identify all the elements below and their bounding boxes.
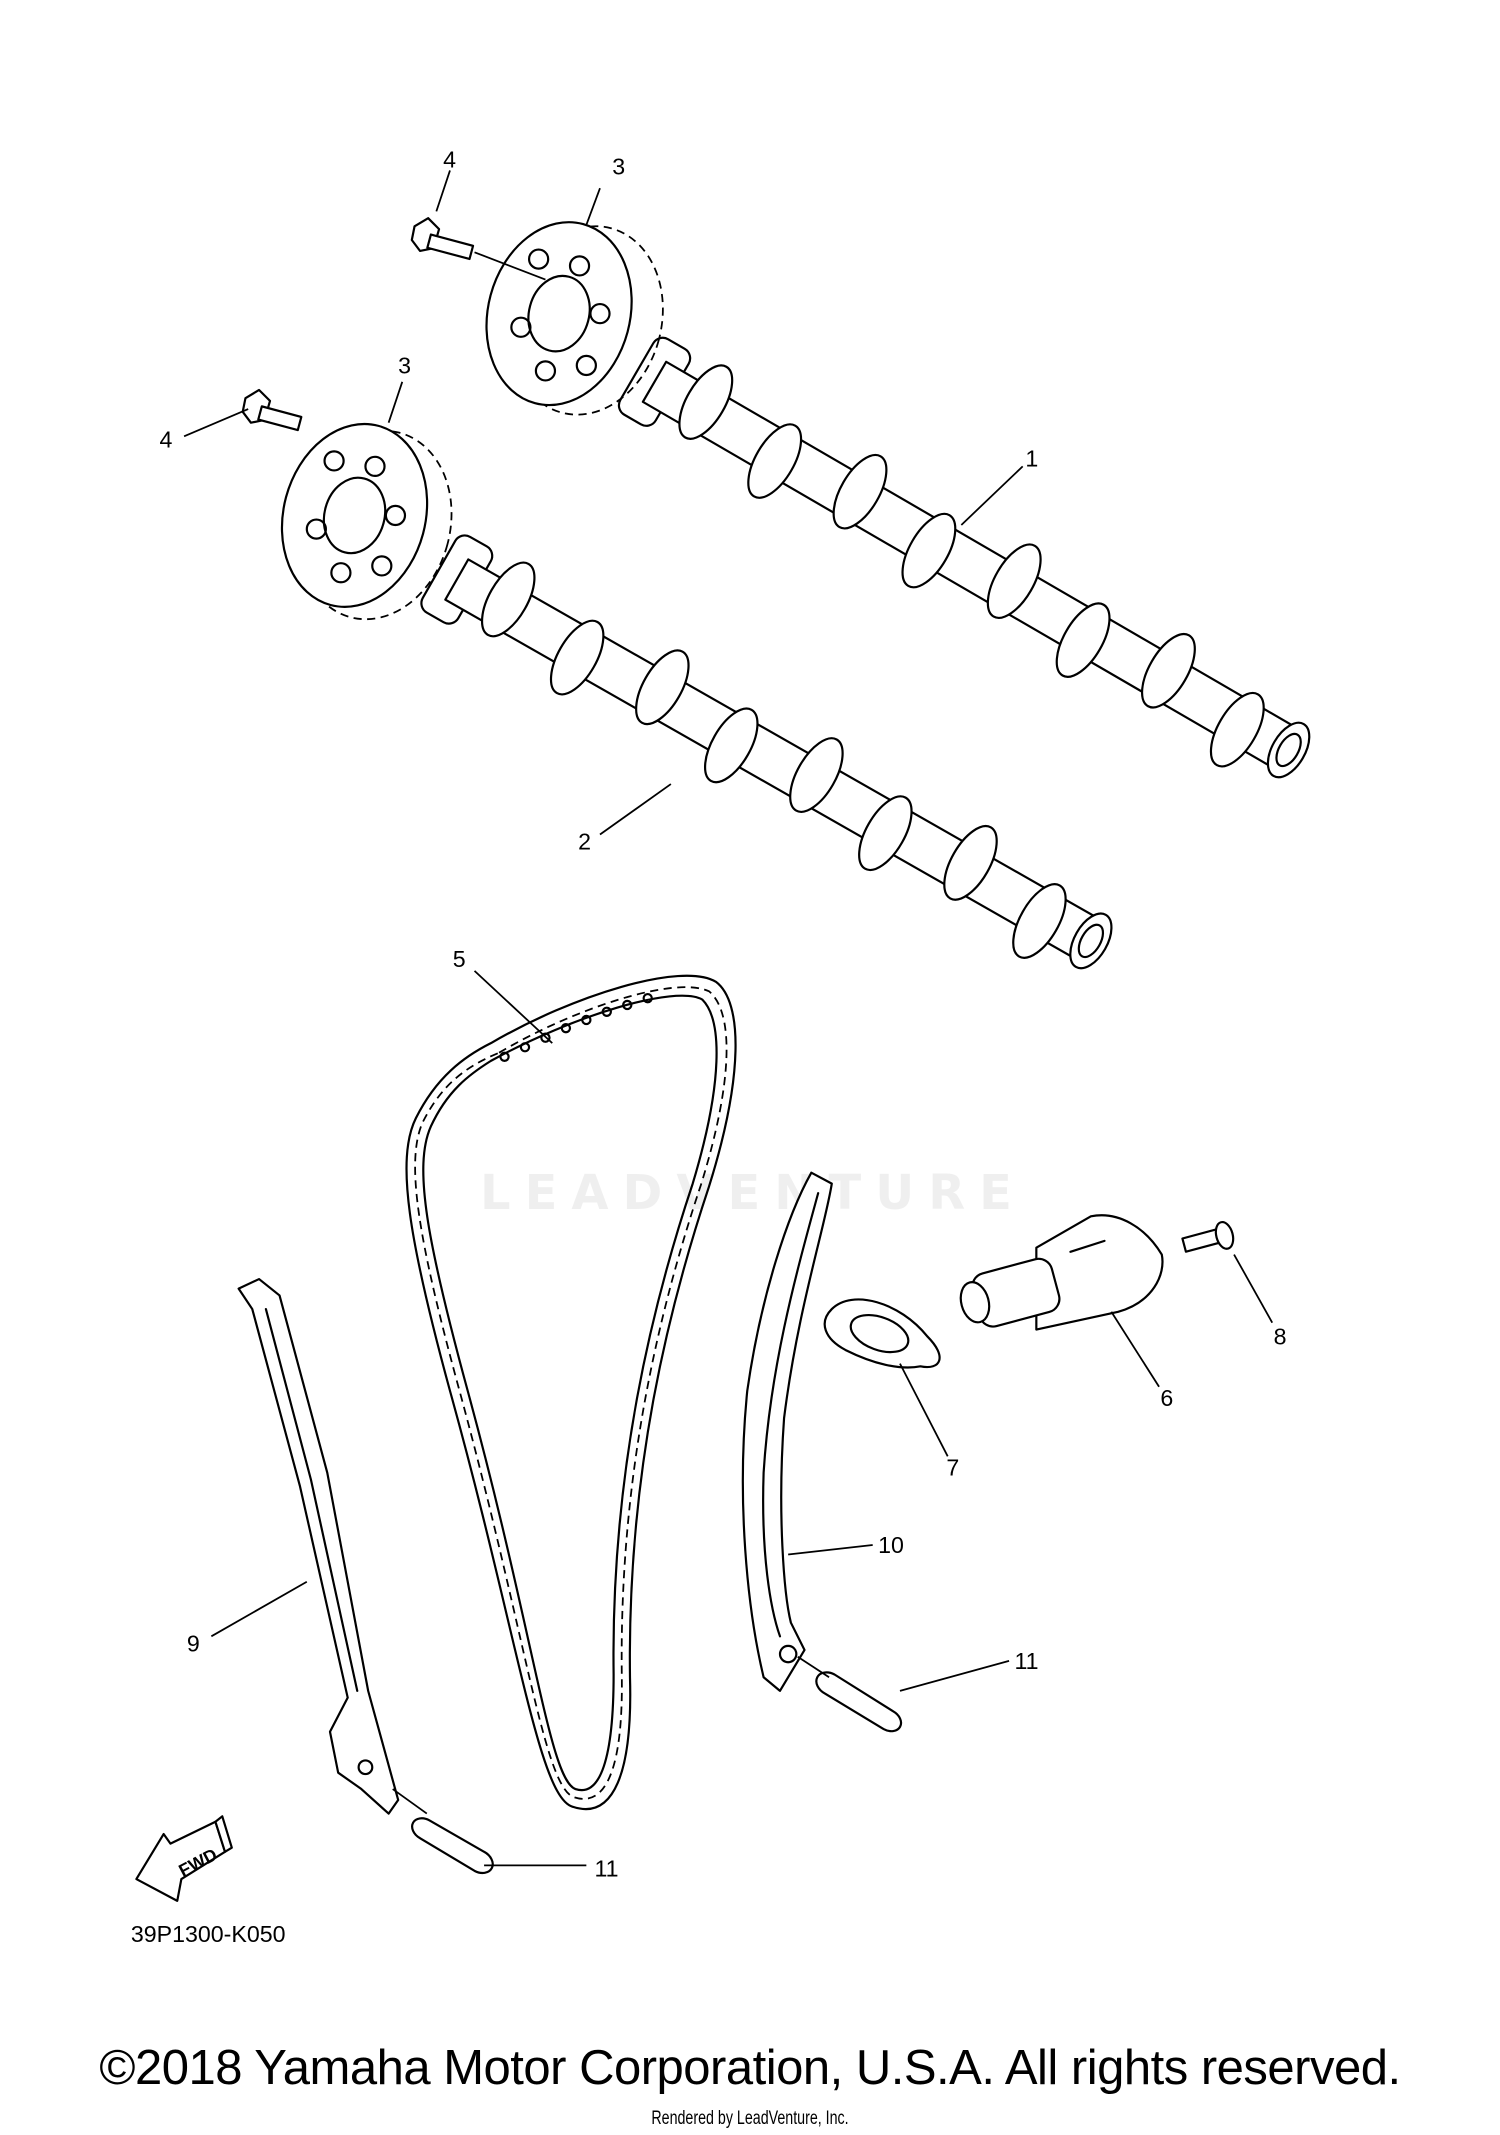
cam-lobe (1209, 691, 1265, 768)
callout-4-upper: 4 (443, 147, 456, 173)
cam-lobe (943, 824, 998, 901)
chain-guide-10[interactable] (741, 1171, 833, 1692)
callout-5: 5 (453, 946, 466, 972)
cam-lobe (832, 453, 888, 530)
callout-11-upper: 11 (1015, 1648, 1039, 1674)
cam-lobe (901, 512, 957, 589)
cam-lobe (480, 561, 536, 638)
timing-chain[interactable] (405, 974, 737, 1810)
leader-lines (183, 170, 1274, 1867)
callout-4-lower: 4 (160, 426, 173, 452)
watermark: LEADVENTURE (480, 1165, 1026, 1221)
callout-3-upper: 3 (612, 154, 625, 180)
cam-lobe (1012, 883, 1067, 959)
callout-2: 2 (578, 829, 591, 855)
cam-sprocket-lower[interactable] (262, 408, 472, 637)
guide-pin-upper[interactable] (797, 1656, 903, 1733)
cam-lobe (747, 423, 803, 499)
guide-pin-lower[interactable] (392, 1788, 494, 1875)
cam-lobe (549, 619, 605, 696)
camshaft-bore (1077, 923, 1105, 959)
copyright-notice: ©2018 Yamaha Motor Corporation, U.S.A. A… (99, 2041, 1401, 2095)
cam-lobe (678, 364, 734, 440)
cam-lobe (1055, 602, 1111, 678)
rendered-by-notice: Rendered by LeadVenture, Inc. (651, 2108, 849, 2129)
cam-sprocket-upper[interactable] (467, 206, 684, 432)
camshaft-shaft (444, 558, 1104, 963)
callout-8: 8 (1274, 1324, 1287, 1350)
forward-direction-arrow: FWD (135, 1815, 233, 1902)
cam-lobe (789, 737, 844, 813)
cam-lobe (1140, 633, 1196, 709)
callout-11-lower: 11 (595, 1855, 619, 1881)
chain-guide-9[interactable] (237, 1277, 400, 1815)
drawing-code: 39P1300-K050 (131, 1921, 286, 1947)
camshaft-2[interactable] (415, 527, 1130, 992)
tensioner-bolt[interactable] (1181, 1220, 1236, 1253)
cam-lobe (986, 543, 1042, 619)
camshaft-1[interactable] (612, 329, 1327, 801)
sprocket-bolt-upper[interactable] (410, 217, 546, 281)
sprocket-bolt-lower[interactable] (241, 388, 303, 432)
callout-10: 10 (878, 1532, 904, 1558)
callout-9: 9 (187, 1630, 200, 1656)
callout-7: 7 (946, 1454, 959, 1480)
chain-tensioner[interactable] (957, 1214, 1164, 1331)
cam-lobe (635, 649, 690, 726)
camshaft-bore (1275, 732, 1302, 768)
cam-lobe (704, 707, 759, 784)
callout-6: 6 (1160, 1385, 1173, 1411)
callout-1: 1 (1025, 445, 1038, 471)
tensioner-gasket[interactable] (823, 1298, 941, 1369)
callout-3-lower: 3 (398, 353, 411, 379)
